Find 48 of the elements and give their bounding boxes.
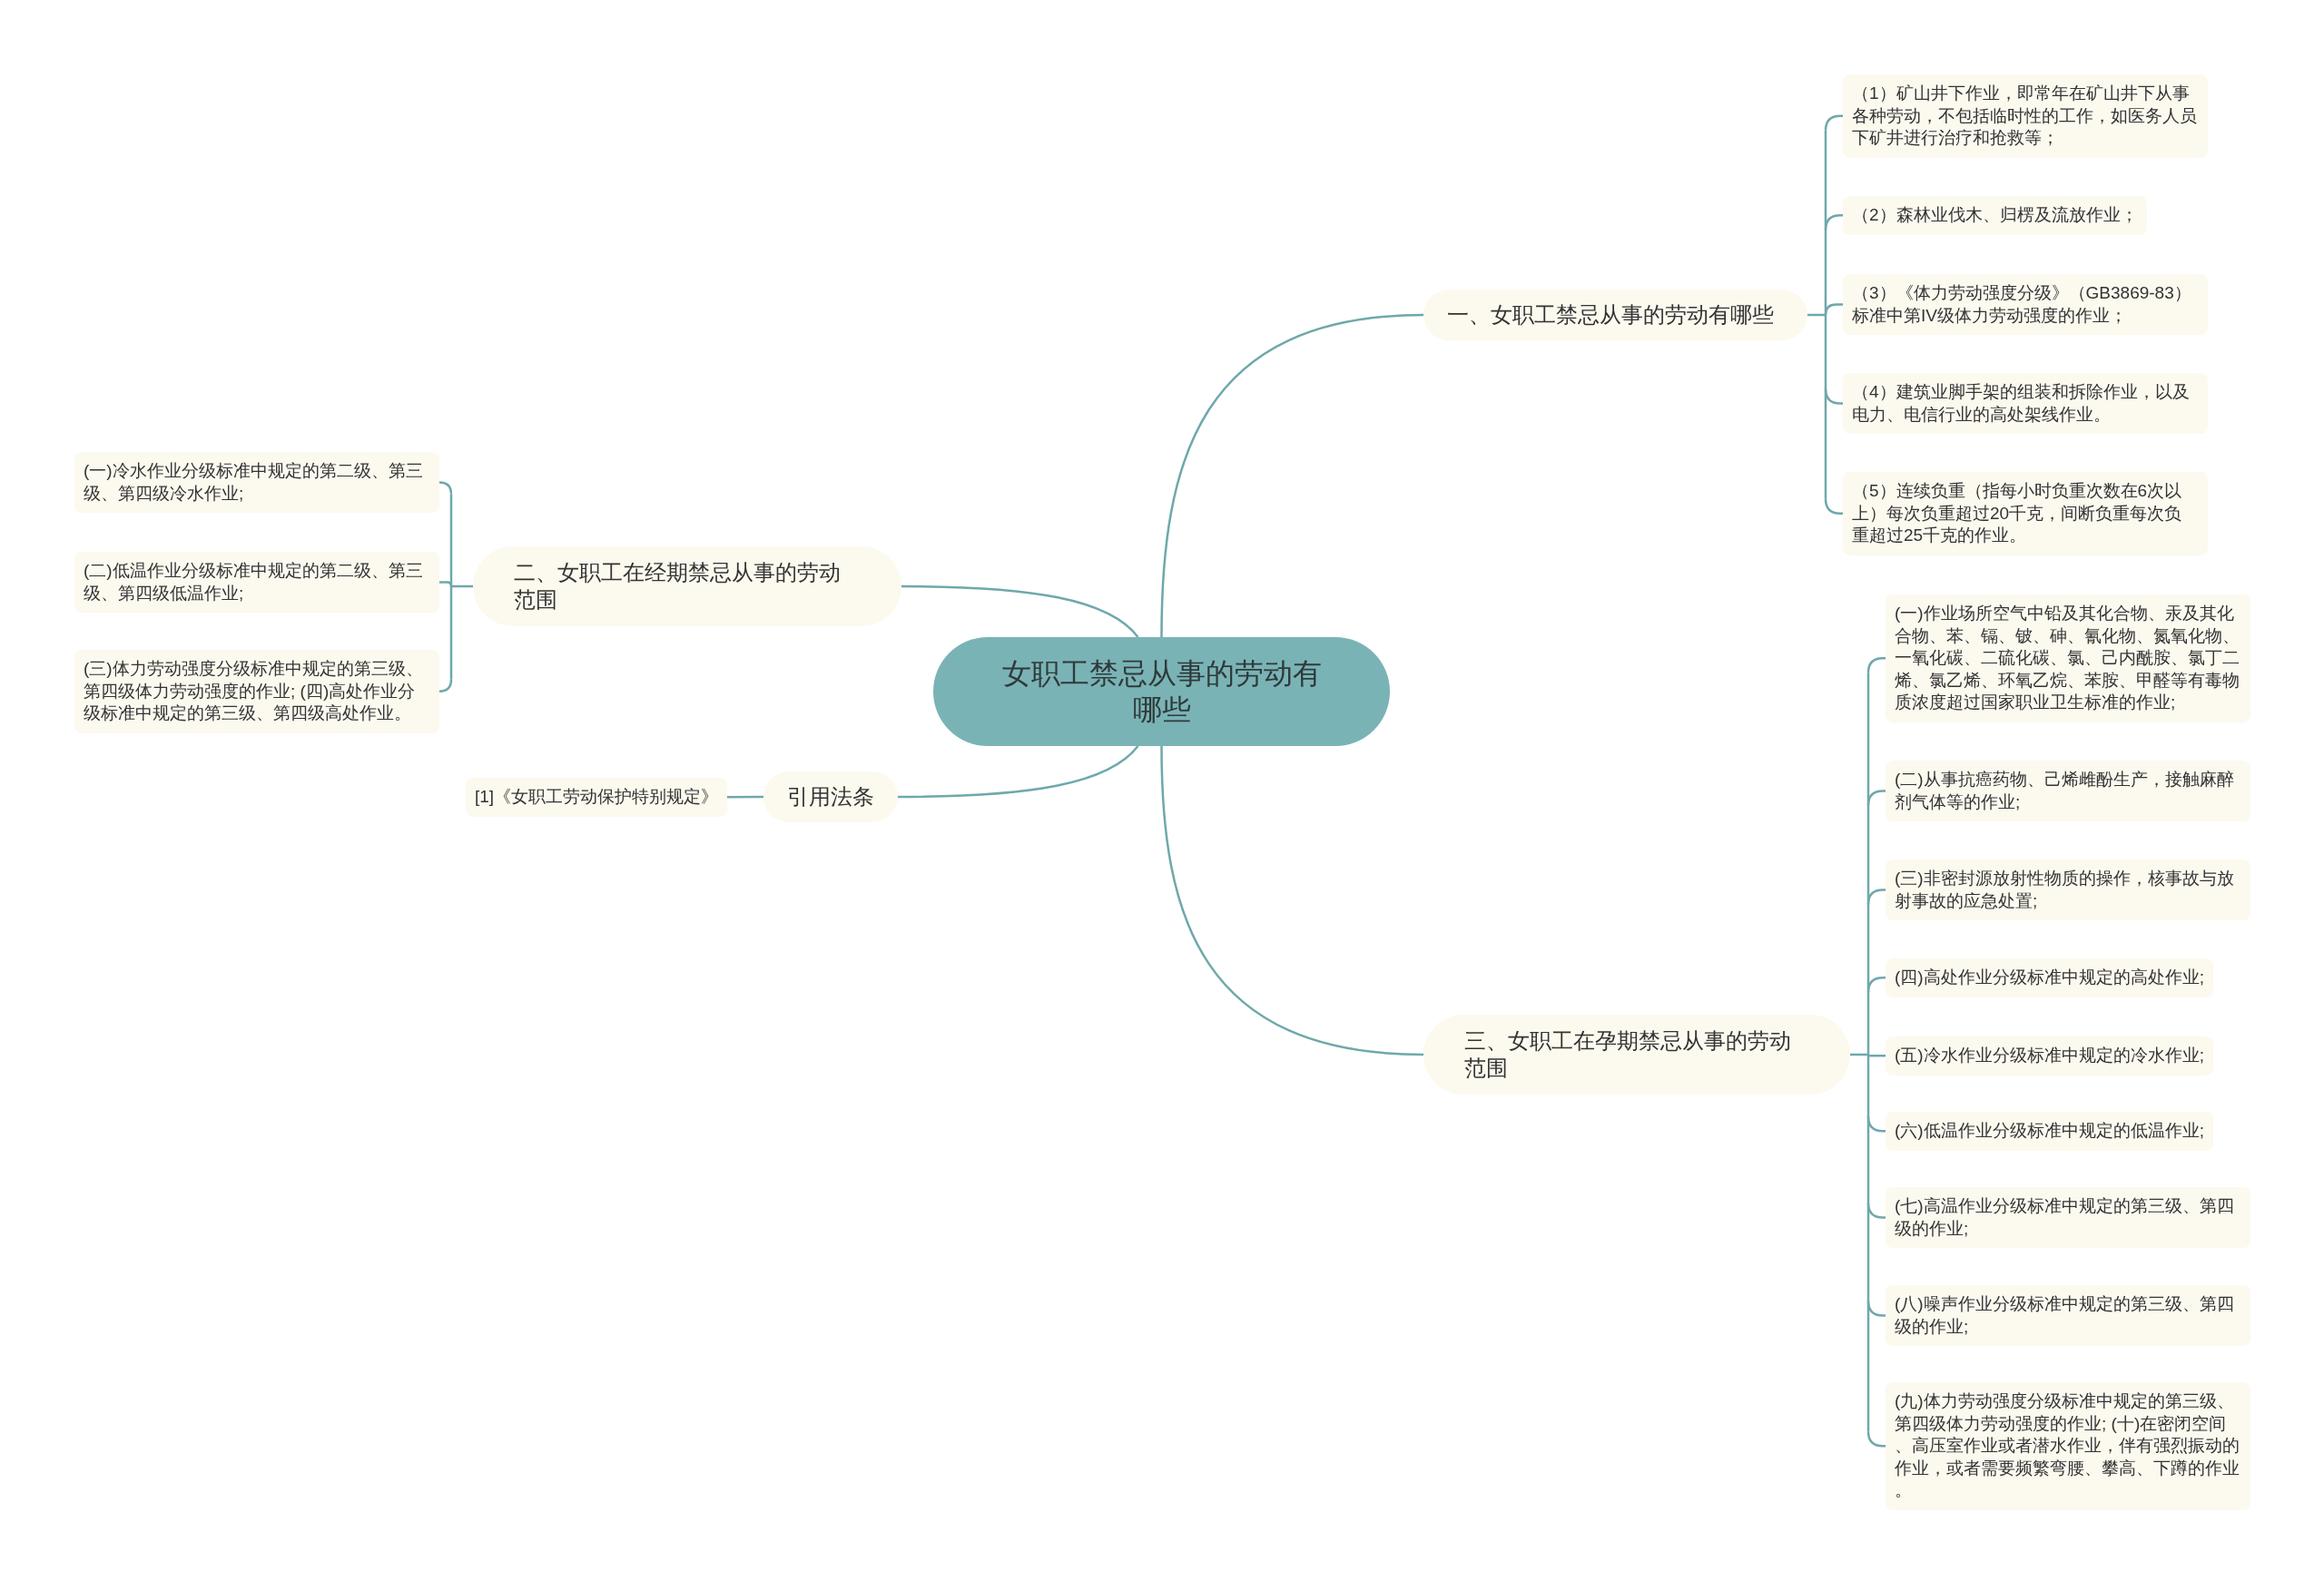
connector-line [1866,657,1886,673]
main-topic: 二、女职工在经期禁忌从事的劳动范围 [473,546,901,626]
main-topic: 一、女职工禁忌从事的劳动有哪些 [1423,290,1807,340]
connector-line [1866,1116,1886,1133]
connector-line [1866,1301,1886,1317]
connector-line [1866,889,1886,905]
connector-line [1848,672,1870,1433]
connector-line [1824,498,1843,515]
subtopic: [1]《女职工劳动保护特别规定》 [465,778,727,817]
subtopic: (二)从事抗癌药物、己烯雌酚生产，接触麻醉剂气体等的作业; [1886,761,2250,821]
subtopic: （2）森林业伐木、归楞及流放作业； [1843,196,2147,235]
connector-line [898,745,1139,799]
connector-line [1824,303,1843,316]
central-topic: 女职工禁忌从事的劳动有哪些 [933,637,1390,746]
connector-line [449,493,475,681]
subtopic: （1）矿山井下作业，即常年在矿山井下从事各种劳动，不包括临时性的工作，如医务人员下矿井进行治疗和抢救等； [1843,74,2208,158]
subtopic: (二)低温作业分级标准中规定的第二级、第三级、第四级低温作业; [74,552,439,613]
connector-line [727,795,763,799]
subtopic: （4）建筑业脚手架的组装和拆除作业，以及电力、电信行业的高处架线作业。 [1843,373,2208,434]
subtopic: (三)非密封源放射性物质的操作，核事故与放射事故的应急处置; [1886,859,2250,920]
connector-line [1824,114,1843,131]
connector-line [438,679,453,692]
subtopic: (六)低温作业分级标准中规定的低温作业; [1886,1112,2213,1151]
subtopic: (九)体力劳动强度分级标准中规定的第三级、第四级体力劳动强度的作业; (十)在密闭空间、高压室作业或者潜水作业，伴有强烈振动的作业，或者需要频繁弯腰、攀高、下蹲的作业。 [1886,1382,2250,1510]
subtopic: (一)作业场所空气中铅及其化合物、汞及其化合物、苯、镉、铍、砷、氰化物、氮氧化物、一氧化碳、二硫化碳、氯、己内酰胺、氯丁二烯、氯乙烯、环氧乙烷、苯胺、甲醛等有毒物质浓度超过国家职业卫生标准的作业; [1886,594,2250,722]
subtopic: (三)体力劳动强度分级标准中规定的第三级、第四级体力劳动强度的作业; (四)高处作业分级标准中规定的第三级、第四级高处作业。 [74,650,439,733]
connector-line [438,481,453,495]
connector-line [1824,388,1843,405]
connector-line [1866,1203,1886,1219]
connector-line [1866,790,1886,806]
connector-line [1160,313,1424,638]
main-topic: 三、女职工在孕期禁忌从事的劳动范围 [1423,1015,1850,1095]
connector-line [1866,1431,1886,1448]
connector-line [901,584,1139,638]
subtopic: （5）连续负重（指每小时负重次数在6次以上）每次负重超过20千克，间断负重每次负重超过25千克的作业。 [1843,472,2208,555]
subtopic: （3）《体力劳动强度分级》（GB3869-83）标准中第IV级体力劳动强度的作业； [1843,274,2208,335]
subtopic: (七)高温作业分级标准中规定的第三级、第四级的作业; [1886,1187,2250,1248]
connector-line [1160,745,1424,1056]
connector-line [439,581,453,587]
subtopic: (四)高处作业分级标准中规定的高处作业; [1886,958,2213,997]
connector-line [1806,129,1827,500]
subtopic: (一)冷水作业分级标准中规定的第二级、第三级、第四级冷水作业; [74,452,439,513]
main-topic: 引用法条 [763,771,898,822]
subtopic: (五)冷水作业分级标准中规定的冷水作业; [1886,1036,2213,1075]
connector-line [1866,977,1886,993]
connector-line [1868,1055,1886,1057]
connector-line [1824,214,1843,231]
subtopic: (八)噪声作业分级标准中规定的第三级、第四级的作业; [1886,1285,2250,1346]
